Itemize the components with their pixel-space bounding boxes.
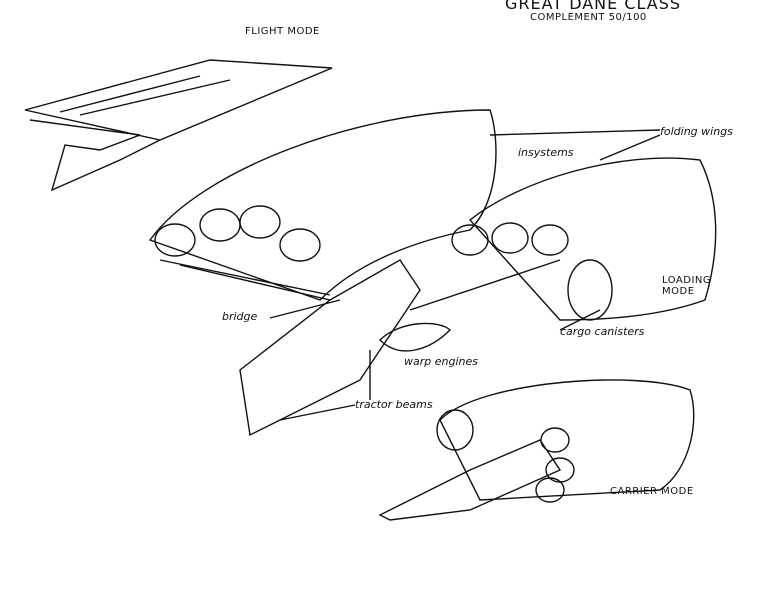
loading-mode-label: LOADING MODE — [662, 275, 712, 297]
tractor-beams-label: tractor beams — [355, 398, 433, 411]
bridge-label: bridge — [222, 310, 258, 323]
carrier-mode-ship — [378, 379, 695, 521]
flight-mode-label: FLIGHT MODE — [245, 26, 320, 37]
warp-engines-label: warp engines — [404, 355, 478, 368]
cargo-canisters-label: cargo canisters — [560, 325, 645, 338]
complement-text: COMPLEMENT 50/100 — [530, 12, 647, 23]
folding-wings-label: folding wings — [660, 125, 733, 138]
flight-mode-ship — [24, 59, 333, 192]
carrier-mode-label: CARRIER MODE — [610, 486, 694, 497]
ship-class-title: GREAT DANE CLASS — [505, 0, 682, 13]
insystems-label: insystems — [518, 146, 574, 159]
loading-mode-ship — [148, 109, 717, 437]
leader-lines — [269, 129, 661, 421]
